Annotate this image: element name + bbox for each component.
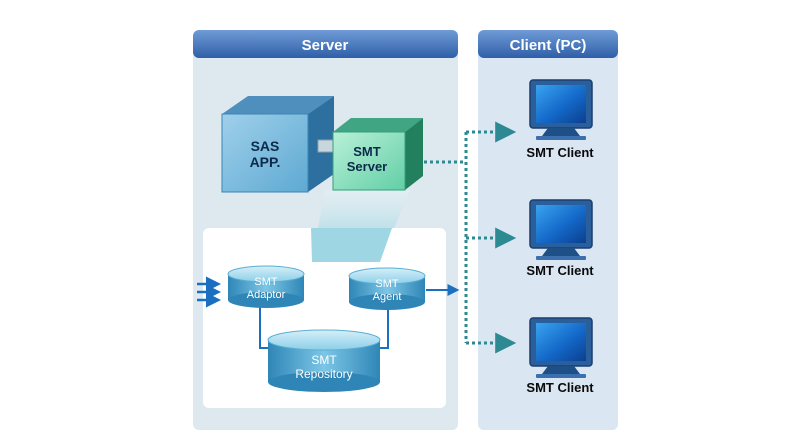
smt-server-box: SMT Server <box>332 118 423 191</box>
smt-client-label: SMT Client <box>526 380 594 395</box>
smt-adaptor-cylinder: SMT Adaptor <box>227 265 305 308</box>
smt-agent-cylinder: SMT Agent <box>348 267 426 310</box>
smt-client-label: SMT Client <box>526 263 594 278</box>
client-connectors <box>424 121 517 354</box>
input-arrows <box>197 276 221 308</box>
client-panel-header <box>478 30 618 58</box>
smt-client-2: SMT Client <box>526 199 594 278</box>
smt-agent-label-line1: SMT <box>375 278 399 290</box>
sas-app-box: SAS APP. <box>221 96 334 193</box>
server-panel-title: Server <box>302 37 349 54</box>
smt-client-1: SMT Client <box>526 79 594 160</box>
smt-agent-label-line2: Agent <box>373 291 402 303</box>
sas-app-label-line1: SAS <box>251 138 280 154</box>
smt-server-label-line1: SMT <box>353 144 381 159</box>
smt-adaptor-label-line1: SMT <box>254 276 278 288</box>
smt-repository-label-line2: Repository <box>295 367 352 381</box>
server-panel-header <box>193 30 458 58</box>
smt-server-label-line2: Server <box>347 159 387 174</box>
smt-adaptor-label-line2: Adaptor <box>247 289 286 301</box>
sas-app-label-line2: APP. <box>250 154 281 170</box>
server-link <box>317 139 335 153</box>
projection-beam-lower <box>311 228 392 262</box>
smt-repository-label-line1: SMT <box>311 353 337 367</box>
client-panel-title: Client (PC) <box>510 37 587 54</box>
smt-repository-cylinder: SMT Repository <box>267 329 381 392</box>
smt-client-3: SMT Client <box>526 317 594 395</box>
smt-client-label: SMT Client <box>526 145 594 160</box>
